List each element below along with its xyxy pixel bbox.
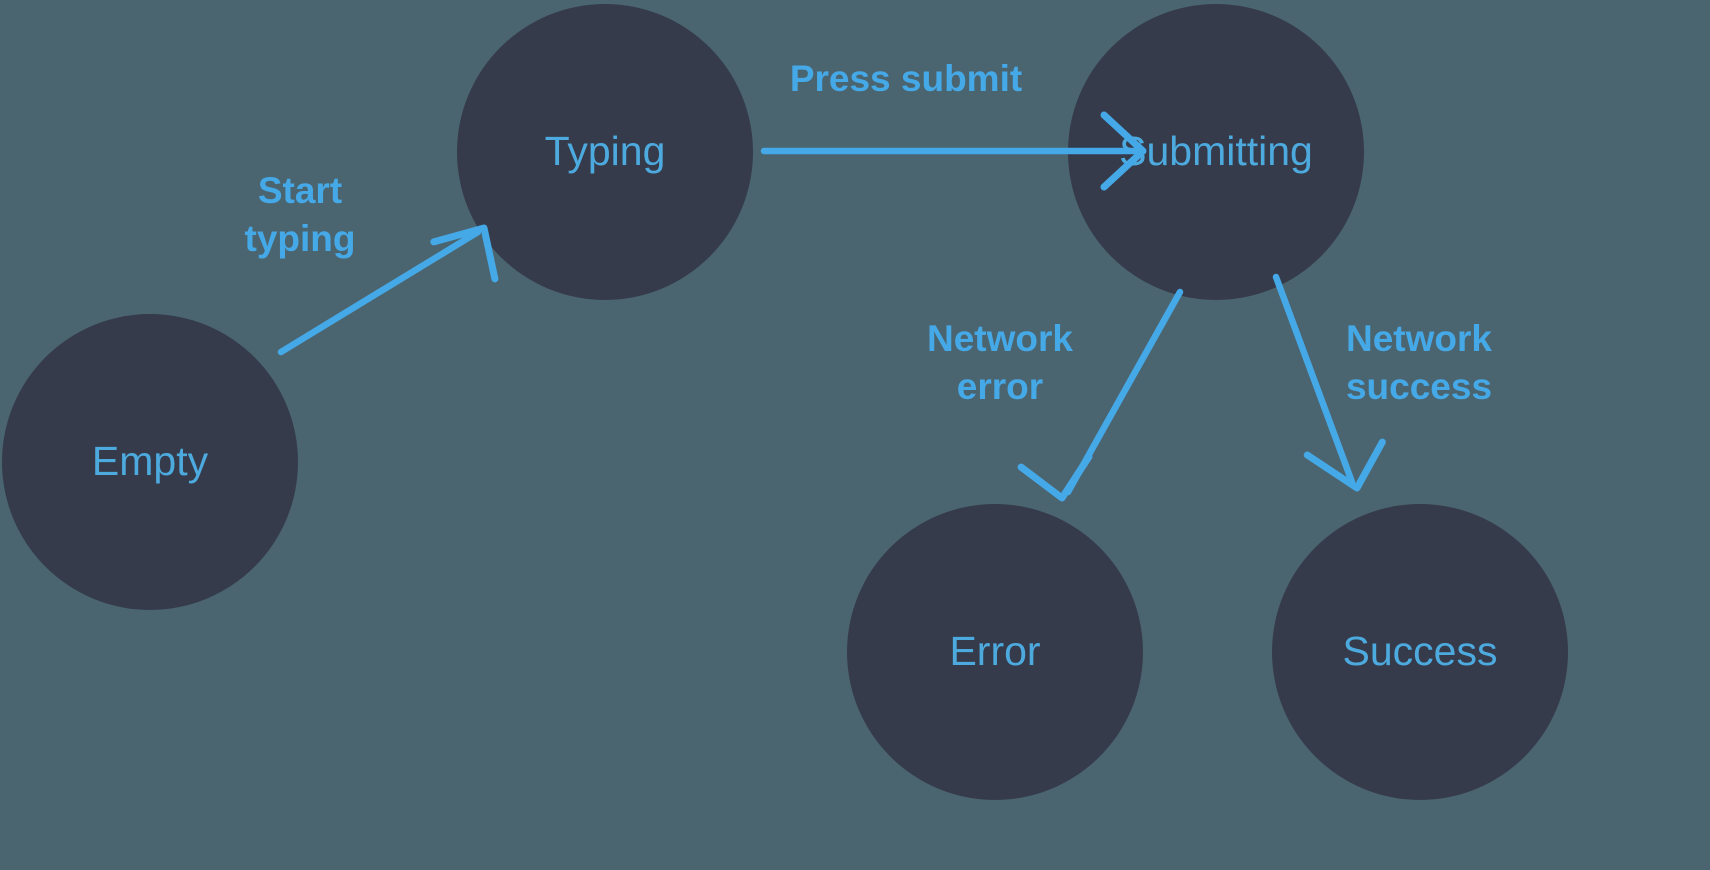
node-error[interactable]: Error — [847, 504, 1143, 800]
node-error-label: Error — [949, 628, 1040, 674]
edge-typing-to-submitting-label: Press submit — [790, 58, 1022, 99]
edge-submitting-to-success-label-line2: success — [1346, 366, 1492, 407]
edge-submitting-to-success-label-line1: Network — [1346, 318, 1492, 359]
node-submitting-label: Submitting — [1119, 128, 1313, 174]
edge-typing-to-submitting: Press submit — [760, 58, 1147, 191]
node-success-label: Success — [1343, 628, 1498, 674]
edge-empty-to-typing-label-line2: typing — [245, 218, 356, 259]
edge-submitting-to-success-line — [1272, 273, 1356, 486]
node-success[interactable]: Success — [1272, 504, 1568, 800]
edge-submitting-to-success: Network success — [1272, 273, 1492, 492]
node-success-circle[interactable] — [1272, 504, 1568, 800]
node-error-circle[interactable] — [847, 504, 1143, 800]
edge-typing-to-submitting-arrowhead — [1100, 111, 1147, 191]
node-typing-label: Typing — [545, 128, 666, 174]
edge-submitting-to-error-label-line2: error — [957, 366, 1043, 407]
node-empty[interactable]: Empty — [2, 314, 298, 610]
edge-empty-to-typing: Start typing — [245, 170, 499, 356]
edge-empty-to-typing-line — [277, 228, 482, 356]
edge-submitting-to-error-arrowhead — [1017, 453, 1093, 502]
edge-empty-to-typing-label-line1: Start — [258, 170, 342, 211]
node-typing-circle[interactable] — [457, 4, 753, 300]
edge-submitting-to-error-label-line1: Network — [927, 318, 1073, 359]
edge-empty-to-typing-arrowhead — [430, 224, 499, 283]
edge-submitting-to-error: Network error — [927, 288, 1184, 502]
node-empty-circle[interactable] — [2, 314, 298, 610]
node-empty-label: Empty — [92, 438, 209, 484]
edge-submitting-to-success-arrowhead — [1303, 438, 1386, 492]
node-submitting-circle[interactable] — [1068, 4, 1364, 300]
node-submitting[interactable]: Submitting — [1068, 4, 1364, 300]
node-typing[interactable]: Typing — [457, 4, 753, 300]
